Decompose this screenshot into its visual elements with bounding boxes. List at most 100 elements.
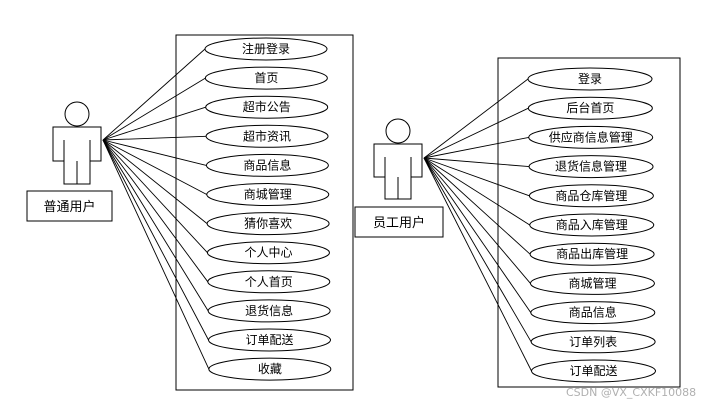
actor-label: 员工用户 (373, 215, 425, 231)
use-case-label: 订单配送 (569, 363, 617, 378)
left-system-boundary (175, 34, 354, 391)
use-case: 订单列表 (530, 330, 656, 354)
use-case-label: 商品信息 (243, 157, 291, 172)
use-case-label: 后台首页 (566, 100, 614, 115)
association-line (423, 157, 530, 197)
use-case-label: 个人首页 (245, 275, 293, 289)
actor-label: 普通用户 (43, 199, 95, 215)
association-line (102, 139, 207, 166)
use-case-label: 首页 (254, 71, 278, 85)
use-case-oval (529, 242, 655, 266)
use-case: 商城管理 (529, 271, 655, 295)
use-case-label: 注册登录 (242, 41, 290, 56)
actor-body (373, 143, 423, 200)
association-line (102, 139, 208, 224)
use-case-oval (529, 271, 655, 295)
use-case-oval (529, 213, 655, 237)
use-case-label: 商城管理 (244, 187, 292, 202)
use-case-oval (527, 67, 653, 91)
right-system-boundary (497, 57, 681, 388)
use-case-label: 退货信息管理 (555, 159, 627, 174)
use-case-oval (206, 183, 330, 206)
use-case-oval (207, 299, 331, 323)
actor-head (385, 118, 411, 144)
association-line (423, 157, 531, 284)
use-case-oval (530, 330, 656, 354)
association-line (423, 157, 531, 255)
actor-label-box (26, 190, 113, 222)
use-case-oval (205, 124, 329, 148)
use-case: 收藏 (208, 357, 332, 381)
association-line (423, 157, 530, 168)
use-case: 猜你喜欢 (206, 212, 330, 236)
use-case: 商城管理 (206, 183, 330, 206)
association-line (102, 139, 209, 283)
use-case-label: 供应商信息管理 (549, 129, 633, 144)
use-case-label: 商品入库管理 (556, 217, 628, 232)
association-line (102, 48, 206, 141)
use-case-oval (208, 328, 331, 352)
use-case-label: 订单配送 (245, 332, 293, 347)
use-case: 后台首页 (527, 96, 653, 120)
association-line (423, 78, 529, 159)
use-case: 订单配送 (208, 328, 331, 352)
use-case-oval (207, 270, 331, 294)
use-case: 个人首页 (207, 270, 331, 294)
association-line (102, 77, 206, 141)
use-case-label: 登录 (578, 71, 602, 86)
actor-regular-user: 普通用户 (26, 101, 113, 222)
use-case-oval (205, 153, 329, 177)
use-case: 商品入库管理 (529, 213, 655, 237)
use-case: 注册登录 (204, 37, 328, 61)
use-case-oval (528, 155, 654, 179)
use-case: 退货信息管理 (528, 155, 654, 179)
use-case-label: 订单列表 (569, 335, 617, 349)
use-case: 超市资讯 (205, 124, 329, 148)
use-case-oval (204, 66, 328, 90)
use-case-oval (531, 359, 656, 383)
use-case-oval (208, 357, 332, 381)
left-association-lines (102, 48, 210, 370)
association-line (102, 139, 209, 341)
use-case: 商品出库管理 (529, 242, 655, 266)
use-case: 超市公告 (205, 95, 329, 119)
association-line (102, 135, 207, 141)
use-case-label: 商品出库管理 (556, 246, 628, 261)
use-case-oval (528, 125, 654, 149)
use-case-oval (527, 96, 653, 120)
use-case-label: 超市资讯 (243, 128, 291, 143)
use-case-label: 收藏 (258, 362, 282, 376)
actor-body (52, 126, 102, 185)
association-line (102, 139, 209, 312)
association-line (423, 107, 529, 159)
left-use-cases: 注册登录首页超市公告超市资讯商品信息商城管理猜你喜欢个人中心个人首页退货信息订单… (204, 37, 332, 381)
association-line (423, 136, 529, 159)
use-case: 登录 (527, 67, 653, 91)
right-association-lines (423, 78, 532, 372)
association-line (102, 139, 207, 195)
association-line (102, 139, 208, 254)
use-case-oval (528, 184, 654, 208)
use-case-label: 商品仓库管理 (555, 188, 627, 203)
use-case: 退货信息 (207, 299, 331, 323)
actor-staff-user: 员工用户 (354, 118, 444, 238)
use-case-oval (205, 95, 329, 119)
actor-head (64, 101, 90, 127)
use-case-label: 商品信息 (569, 305, 617, 320)
use-case-oval (206, 212, 330, 236)
use-case: 供应商信息管理 (528, 125, 654, 149)
association-line (423, 157, 532, 343)
use-case: 商品信息 (530, 301, 656, 325)
use-case: 首页 (204, 66, 328, 90)
use-case-label: 退货信息 (245, 303, 293, 318)
use-case: 商品仓库管理 (528, 184, 654, 208)
association-line (102, 139, 210, 370)
use-case-label: 商城管理 (568, 275, 616, 290)
use-case: 订单配送 (531, 359, 656, 383)
association-line (102, 106, 206, 141)
use-case: 商品信息 (205, 153, 329, 177)
use-case-label: 猜你喜欢 (244, 216, 292, 231)
actor-label-box (354, 206, 444, 238)
association-line (423, 157, 530, 226)
